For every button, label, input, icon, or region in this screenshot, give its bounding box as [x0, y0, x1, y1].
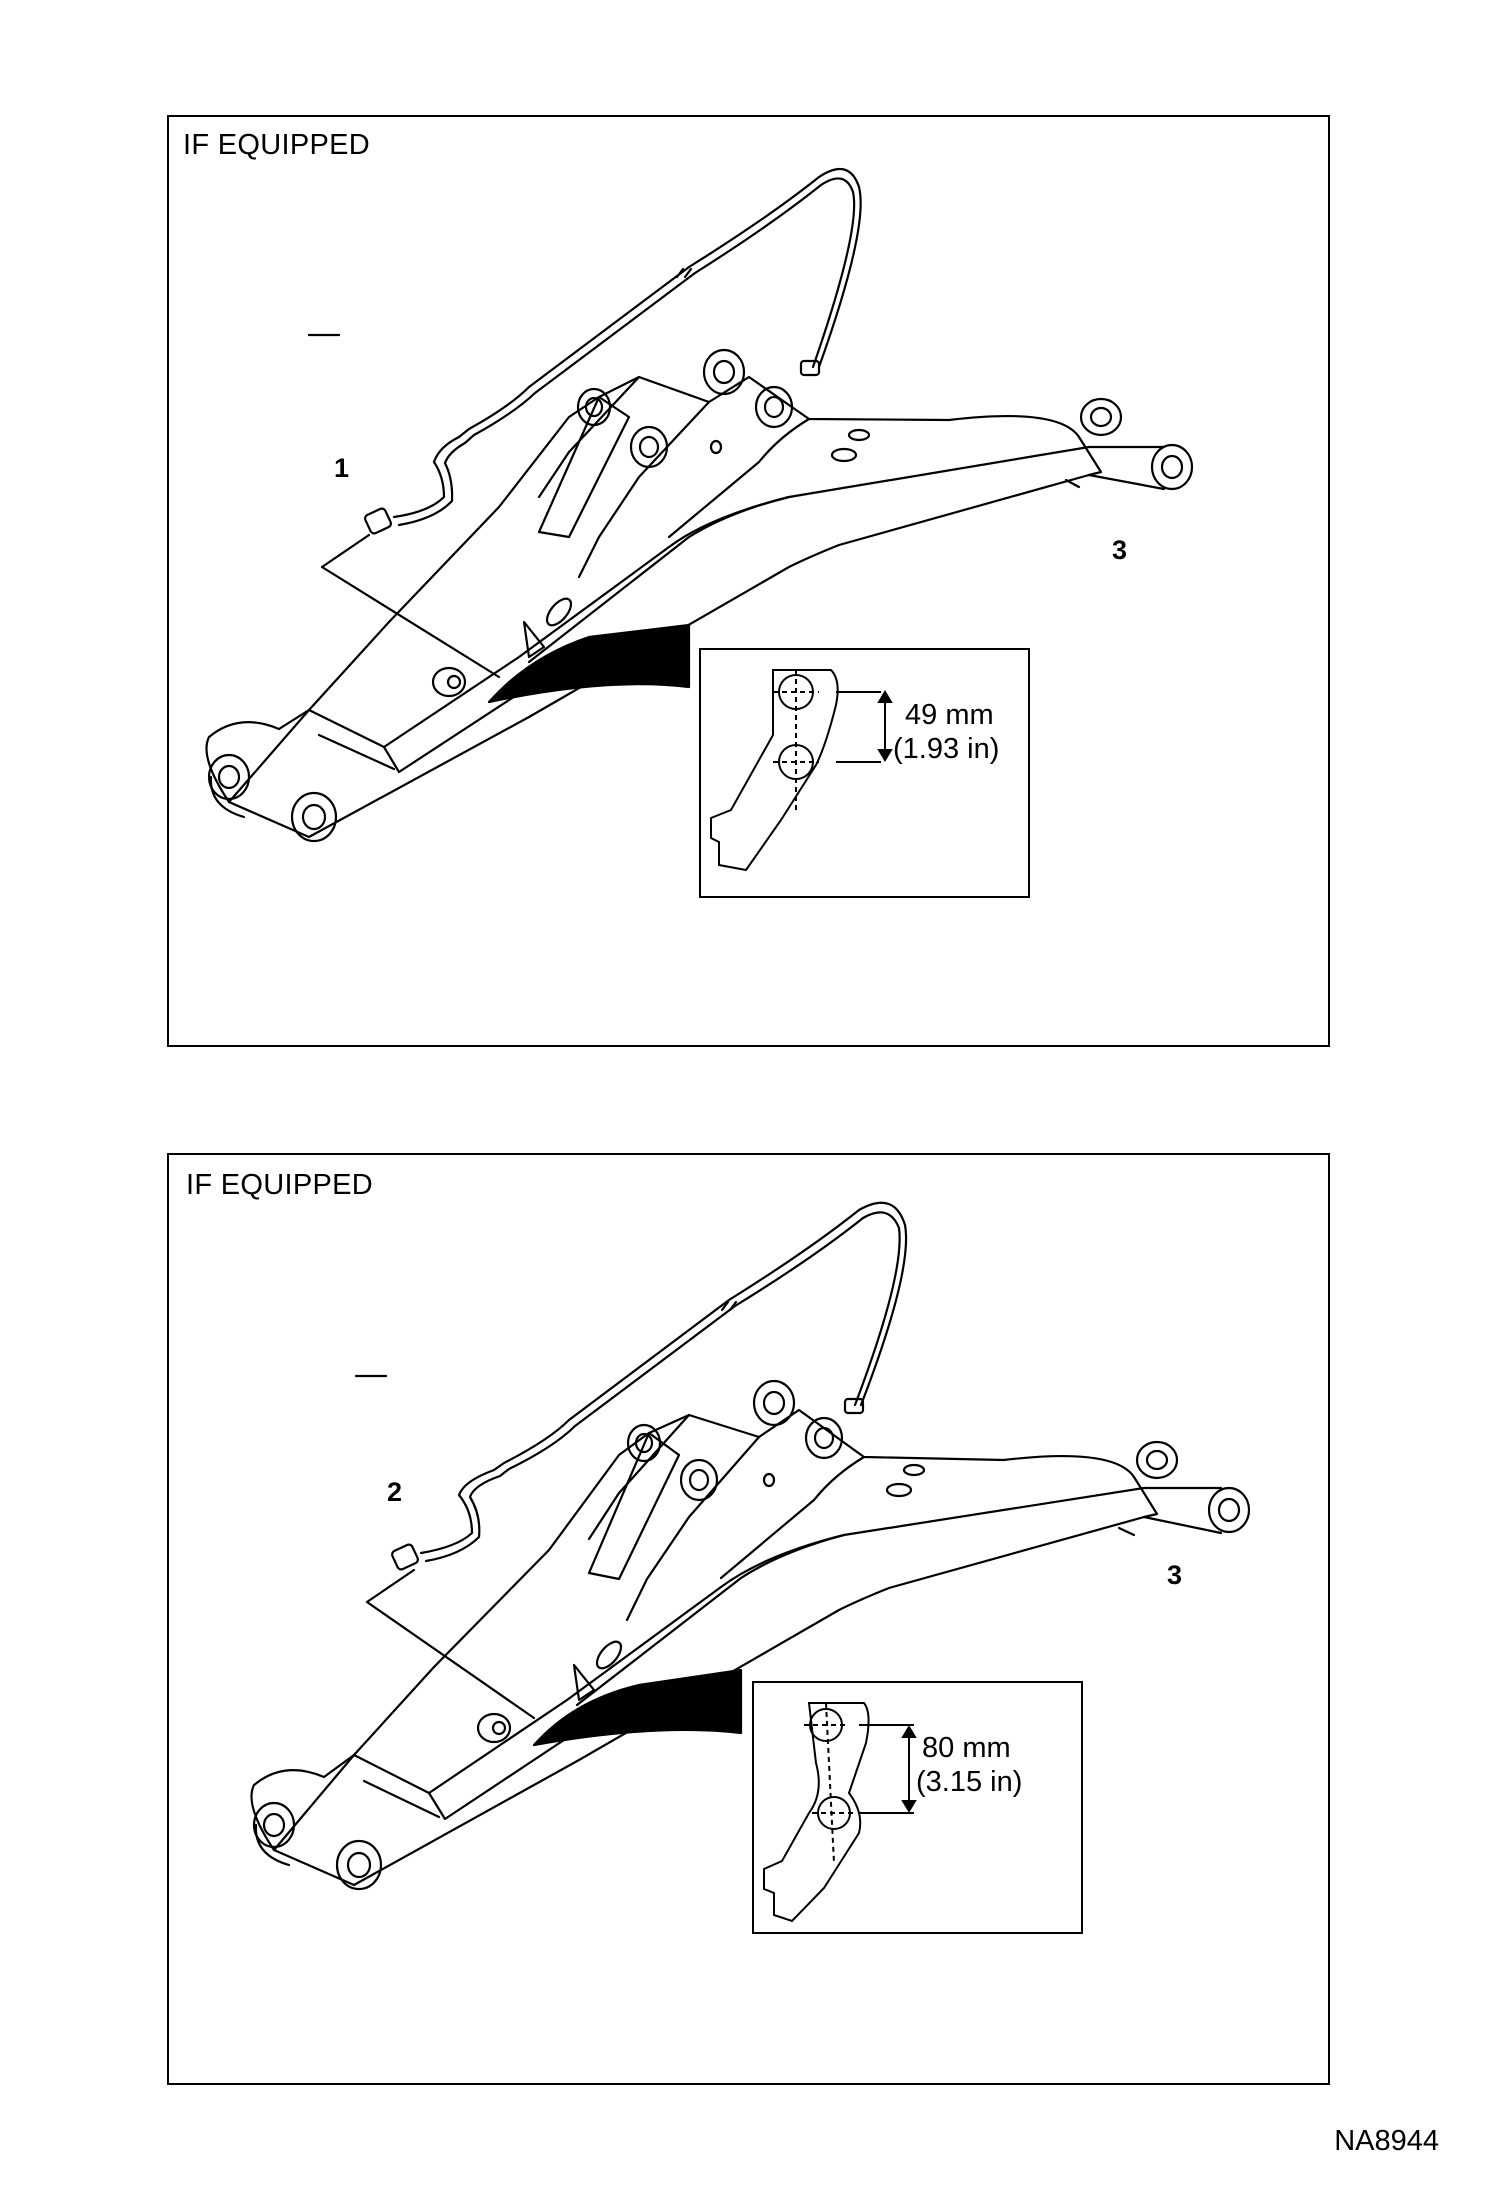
- panel-label: IF EQUIPPED: [186, 1169, 373, 1201]
- hydraulic-tube: [391, 1201, 908, 1571]
- callout-tube: 1: [334, 453, 350, 483]
- callout-tube: 2: [387, 1477, 403, 1507]
- arm-body: [250, 1379, 1251, 1891]
- arm-illustration: [250, 1201, 1251, 1891]
- hydraulic-tube: [364, 167, 862, 535]
- arm-illustration: [205, 167, 1194, 843]
- diagram-panel-bottom: IF EQUIPPED: [167, 1153, 1330, 2085]
- figure-id: NA8944: [1334, 2125, 1439, 2157]
- diagram-panel-top: IF EQUIPPED: [167, 115, 1330, 1047]
- dimension-imperial: (3.15 in): [916, 1766, 1023, 1798]
- callout-arm: 3: [1112, 535, 1128, 565]
- dimension-metric: 49 mm: [905, 699, 994, 731]
- detail-inset: 80 mm (3.15 in): [752, 1681, 1083, 1934]
- dimension-imperial: (1.93 in): [893, 733, 1000, 765]
- detail-inset: 49 mm (1.93 in): [699, 648, 1030, 898]
- bracket-detail: [710, 669, 893, 872]
- panel-label: IF EQUIPPED: [183, 129, 370, 161]
- bracket-detail: [763, 1702, 917, 1923]
- arm-body: [205, 348, 1194, 843]
- dimension-metric: 80 mm: [922, 1732, 1011, 1764]
- callout-arm: 3: [1167, 1560, 1183, 1590]
